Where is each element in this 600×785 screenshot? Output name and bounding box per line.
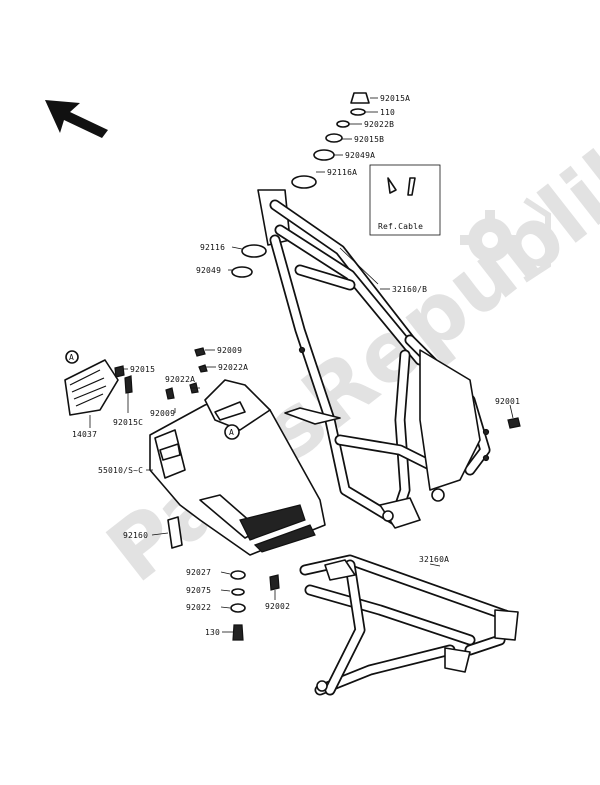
label-92015C: 92015C	[113, 418, 143, 427]
label-92022A-right: 92022A	[218, 363, 248, 372]
label-92116A: 92116A	[327, 168, 357, 177]
main-frame	[257, 189, 491, 529]
fastener-stack	[230, 570, 280, 641]
stay-92160	[167, 516, 183, 549]
ref-cable-box: Ref.Cable	[369, 164, 441, 236]
label-92009-top: 92009	[217, 346, 242, 355]
label-92002: 92002	[265, 602, 290, 611]
arrow-up-left-icon	[45, 100, 108, 138]
label-32160B: 32160/B	[392, 285, 427, 294]
small-bolts	[165, 347, 521, 429]
ref-a-marker-2: A	[229, 428, 234, 437]
label-55010: 55010/S~C	[98, 466, 143, 475]
ref-cable-label: Ref.Cable	[378, 222, 423, 231]
label-92022B: 92022B	[364, 120, 394, 129]
label-32160A: 32160A	[419, 555, 449, 564]
radiator-guard: A	[64, 350, 133, 416]
label-92116: 92116	[200, 243, 225, 252]
label-130: 130	[205, 628, 220, 637]
label-92009-bottom: 92009	[150, 409, 175, 418]
leader-lines	[89, 97, 514, 633]
label-92160: 92160	[123, 531, 148, 540]
label-92015B: 92015B	[354, 135, 384, 144]
label-92001: 92001	[495, 397, 520, 406]
watermark: PartsRepublik	[89, 114, 600, 601]
part-labels: 92015A 110 92022B 92015B 92049A 92116A 9…	[72, 94, 520, 637]
label-92075: 92075	[186, 586, 211, 595]
label-92022: 92022	[186, 603, 211, 612]
steering-stack	[231, 92, 370, 278]
label-92049A: 92049A	[345, 151, 375, 160]
label-110: 110	[380, 108, 395, 117]
sub-frame	[299, 554, 519, 696]
label-92022A-left: 92022A	[165, 375, 195, 384]
label-92049: 92049	[196, 266, 221, 275]
ref-a-marker-1: A	[69, 353, 74, 362]
skid-plate: A	[149, 379, 326, 556]
label-92015A: 92015A	[380, 94, 410, 103]
watermark-text: PartsRepublik	[89, 114, 600, 601]
gear-icon	[460, 197, 551, 283]
label-92027: 92027	[186, 568, 211, 577]
label-14037: 14037	[72, 430, 97, 439]
label-92015: 92015	[130, 365, 155, 374]
